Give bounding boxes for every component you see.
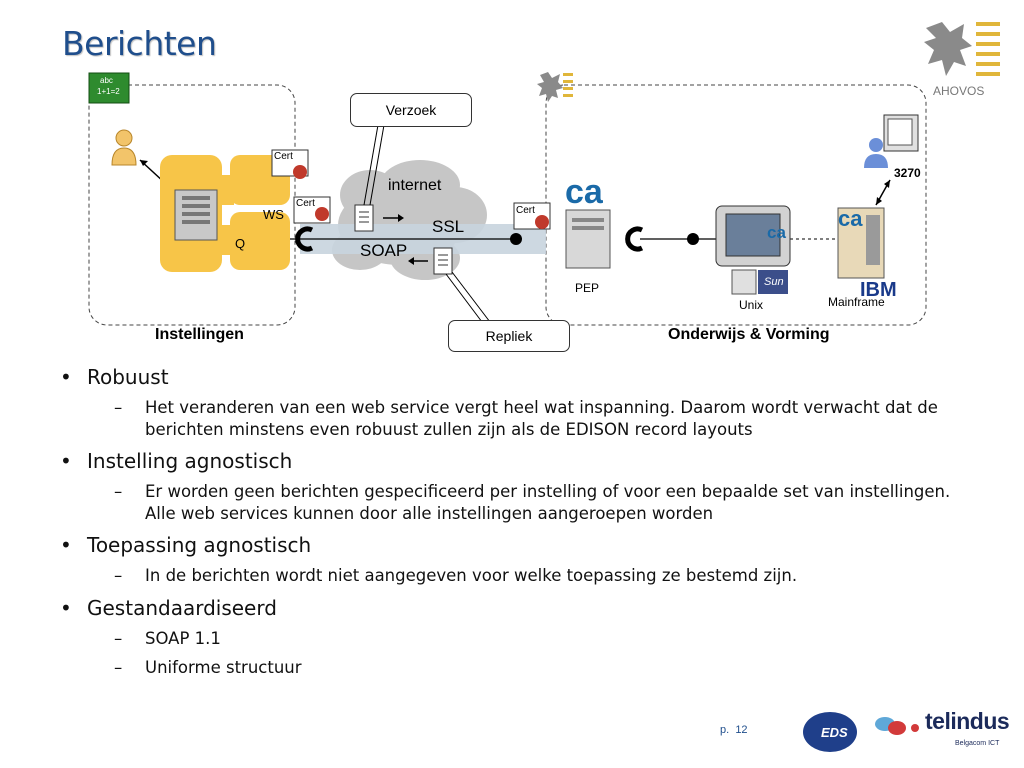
- unix-server-icon: [715, 205, 791, 295]
- pep-ca-logo: ca: [565, 173, 604, 211]
- onderwijs-vorming-label: Onderwijs & Vorming: [668, 326, 830, 343]
- bullet-gestandaardiseerd: Gestandaardiseerd: [60, 596, 980, 620]
- cert-icon-2: [293, 196, 331, 224]
- pep-socket: [625, 226, 644, 252]
- mainframe-ca-logo: ca: [838, 206, 863, 231]
- orange-shape-q: [230, 212, 290, 270]
- lion-emblem-icon: [924, 22, 1000, 76]
- connector-right-ball: [510, 233, 522, 245]
- eds-logo: EDS: [803, 712, 857, 752]
- eds-logo-text: EDS: [821, 725, 848, 740]
- request-document-icon: [354, 204, 374, 232]
- sub-bullet: Uniforme structuur: [60, 657, 980, 679]
- cert-icon-1: [271, 149, 309, 179]
- belgacom-ict-text: Belgacom ICT: [955, 740, 1000, 747]
- reply-callout: Repliek: [448, 320, 570, 352]
- small-lion-icon: [537, 72, 573, 102]
- sub-bullet: In de berichten wordt niet aangegeven vo…: [60, 565, 980, 587]
- mainframe-label: Mainframe: [828, 295, 885, 309]
- instellingen-group-frame: [88, 84, 296, 326]
- instellingen-label: Instellingen: [155, 326, 244, 343]
- cert-label-2: Cert: [296, 198, 315, 209]
- pep-server-icon: [565, 209, 611, 269]
- terminal-label: 3270: [894, 166, 921, 180]
- sub-bullet: SOAP 1.1: [60, 628, 980, 650]
- bullet-toepassing-agnostisch: Toepassing agnostisch: [60, 533, 980, 557]
- unix-ca-logo: ca: [767, 223, 786, 242]
- ssl-label: SSL: [432, 217, 465, 236]
- bullet-list: Robuust Het veranderen van een web servi…: [60, 365, 980, 688]
- terminal-icon: [864, 114, 919, 168]
- request-callout: Verzoek: [350, 93, 472, 127]
- telindus-emblem-icon: [875, 717, 919, 735]
- mainframe-icon: IBM: [837, 207, 897, 301]
- internet-label: internet: [388, 177, 442, 194]
- telindus-logo: telindus: [925, 708, 1010, 734]
- page-label: p.: [720, 724, 730, 736]
- q-label: Q: [235, 236, 246, 251]
- sub-bullet: Er worden geen berichten gespecificeerd …: [60, 481, 980, 524]
- sun-logo: Sun: [764, 276, 784, 288]
- ahovos-logo-text: AHOVOS: [933, 84, 985, 98]
- server-icon: [174, 189, 218, 241]
- ahovos-logo: [920, 18, 1004, 98]
- bullet-robuust: Robuust: [60, 365, 980, 389]
- connector-left-socket: [295, 226, 314, 252]
- unix-label: Unix: [739, 298, 764, 312]
- ws-label: WS: [263, 207, 284, 222]
- page-number-value: 12: [735, 724, 748, 736]
- green-box: [88, 72, 130, 104]
- page-number: p. 12: [720, 724, 748, 736]
- unix-ball: [687, 233, 699, 245]
- green-box-line2: 1+1=2: [97, 87, 120, 96]
- bullet-instelling-agnostisch: Instelling agnostisch: [60, 449, 980, 473]
- pep-label: PEP: [575, 281, 600, 295]
- green-box-line1: abc: [100, 76, 113, 85]
- user-icon: [111, 129, 137, 166]
- reply-document-icon: [433, 247, 453, 275]
- architecture-diagram: ca IBM: [88, 72, 927, 326]
- sub-bullet: Het veranderen van een web service vergt…: [60, 397, 980, 440]
- cert-label-3: Cert: [516, 205, 535, 216]
- cert-icon-3: [513, 202, 551, 230]
- svg-text:IBM: IBM: [860, 279, 897, 301]
- slide-title: Berichten: [62, 24, 217, 63]
- cert-label-1: Cert: [274, 151, 293, 162]
- soap-label: SOAP: [360, 241, 408, 260]
